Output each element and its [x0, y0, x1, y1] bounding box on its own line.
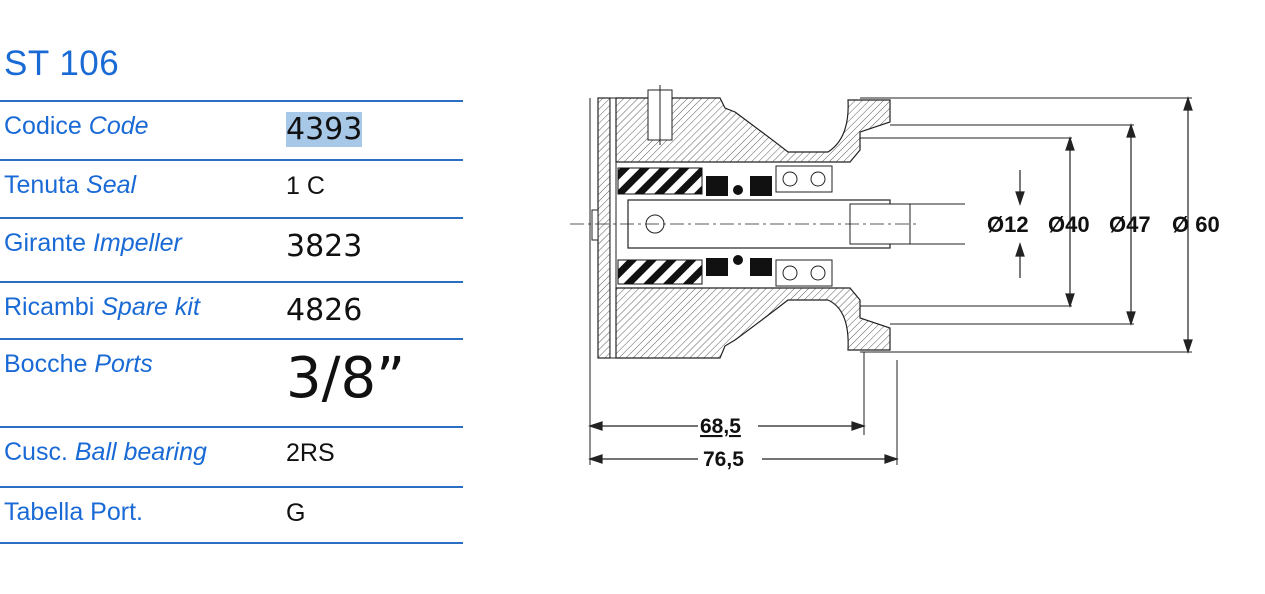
- page-title: ST 106: [4, 44, 120, 83]
- spec-row-seal: Tenuta Seal 1 C: [0, 159, 463, 217]
- spec-row-ports: Bocche Ports 3/8”: [0, 338, 463, 426]
- spec-value-spare-kit: 4826: [286, 293, 363, 328]
- spec-label: Cusc. Ball bearing: [4, 438, 207, 466]
- ball-bearings: [775, 165, 833, 287]
- shaft: [570, 199, 920, 249]
- dim-d60-label: Ø 60: [1172, 212, 1220, 237]
- spec-row-ball-bearing: Cusc. Ball bearing 2RS: [0, 426, 463, 486]
- spec-value-impeller: 3823: [286, 229, 363, 264]
- dim-d47-label: Ø47: [1109, 212, 1151, 237]
- pump-casing-upper: [615, 85, 891, 163]
- spec-value-ball-bearing: 2RS: [286, 439, 335, 467]
- diameter-arrows: [1015, 96, 1193, 354]
- spec-label: Bocche Ports: [4, 350, 153, 378]
- spec-label: Codice Code: [4, 112, 149, 140]
- spec-row-port-table: Tabella Port. G: [0, 486, 463, 544]
- spec-label: Tabella Port.: [4, 498, 143, 526]
- spec-row-spare-kit: Ricambi Spare kit 4826: [0, 281, 463, 338]
- cross-section-drawing: Ø12 Ø40 Ø47 Ø 60 68,5 76,5: [570, 85, 1220, 471]
- spec-value-ports: 3/8”: [286, 346, 406, 411]
- spec-label: Tenuta Seal: [4, 171, 137, 199]
- dim-d40-label: Ø40: [1048, 212, 1090, 237]
- spec-value-port-table: G: [286, 499, 306, 527]
- spec-table: Codice Code 4393 Tenuta Seal 1 C Girante…: [0, 100, 463, 544]
- spec-row-impeller: Girante Impeller 3823: [0, 217, 463, 281]
- spec-row-code: Codice Code 4393: [0, 100, 463, 159]
- spec-label: Ricambi Spare kit: [4, 293, 200, 321]
- flange-plate: [591, 97, 617, 359]
- dim-length-short-label: 68,5: [700, 415, 741, 438]
- pump-casing-lower: [615, 287, 891, 359]
- length-arrows: [588, 421, 899, 464]
- spec-label: Girante Impeller: [4, 229, 182, 257]
- lip-seals: [617, 167, 772, 285]
- spec-value-code: 4393: [286, 112, 363, 147]
- dim-length-long-label: 76,5: [703, 448, 744, 471]
- spec-value-seal: 1 C: [286, 172, 325, 200]
- extension-lines: [589, 97, 1192, 465]
- dim-d12-label: Ø12: [987, 212, 1029, 237]
